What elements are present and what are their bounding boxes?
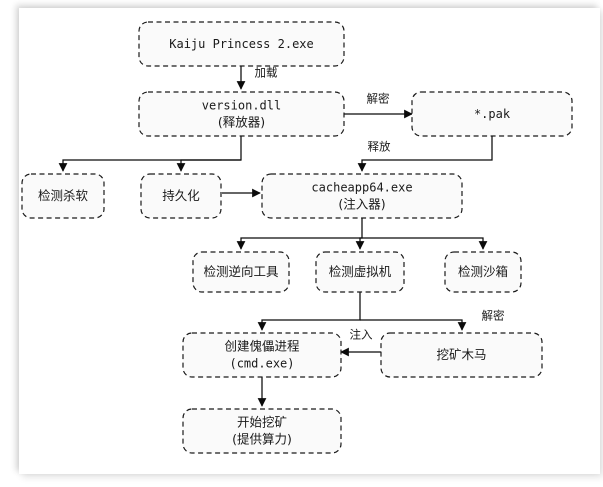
- edge-decrypt-miner: [360, 319, 467, 331]
- node-box: [315, 251, 405, 293]
- edge-label-decrypt-pak: 解密: [367, 92, 390, 106]
- node-label: 持久化: [162, 188, 200, 203]
- node-box: [138, 91, 345, 137]
- node-label-line1: version.dll: [202, 99, 281, 113]
- node-mining-trojan[interactable]: 挖矿木马: [380, 332, 543, 378]
- edge-to-detect-sandbox: [362, 237, 488, 250]
- node-kaiju-princess-exe[interactable]: Kaiju Princess 2.exe: [138, 21, 345, 67]
- node-label: 检测虚拟机: [329, 264, 392, 279]
- node-box: [192, 251, 290, 293]
- node-label-line2: (cmd.exe): [229, 357, 294, 371]
- node-box: [182, 408, 342, 454]
- node-version-dll[interactable]: version.dll (释放器): [138, 91, 345, 137]
- edge-to-detect-revtools: [236, 215, 363, 250]
- node-label: 检测杀软: [38, 188, 89, 203]
- node-box: [140, 173, 222, 219]
- node-persistence[interactable]: 持久化: [140, 173, 222, 219]
- node-detect-sandbox[interactable]: 检测沙箱: [444, 251, 522, 293]
- node-start-mining[interactable]: 开始挖矿 (提供算力): [182, 408, 342, 454]
- node-label-line1: 开始挖矿: [237, 415, 287, 430]
- edge-label-release: 释放: [368, 140, 391, 154]
- edge-label-decrypt-miner: 解密: [482, 309, 505, 323]
- node-label-line1: cacheapp64.exe: [311, 181, 412, 195]
- node-box: [411, 91, 573, 137]
- node-box: [380, 332, 543, 378]
- node-box: [182, 332, 342, 378]
- node-label: Kaiju Princess 2.exe: [169, 37, 314, 51]
- node-label-line2: (注入器): [338, 197, 385, 212]
- node-create-puppet-process[interactable]: 创建傀儡进程 (cmd.exe): [182, 332, 342, 378]
- edge-to-persistence: [176, 159, 241, 172]
- node-label-line2: (提供算力): [232, 432, 292, 447]
- node-cacheapp64-exe[interactable]: cacheapp64.exe (注入器): [261, 173, 463, 219]
- node-box: [261, 173, 463, 219]
- node-label: 检测沙箱: [458, 264, 508, 279]
- flowchart-svg: 加载 解密 释放 解密 注入: [21, 21, 573, 454]
- node-label: 检测逆向工具: [203, 264, 279, 279]
- node-pak-file[interactable]: *.pak: [411, 91, 573, 137]
- edge-to-detect-av: [58, 136, 242, 172]
- edge-label-inject: 注入: [350, 328, 373, 342]
- node-label: 挖矿木马: [436, 347, 486, 362]
- node-label-line2: (释放器): [218, 115, 265, 130]
- diagram-canvas: 加载 解密 释放 解密 注入: [19, 8, 600, 474]
- node-label: *.pak: [474, 107, 511, 121]
- node-label-line1: 创建傀儡进程: [224, 339, 300, 354]
- edge-to-puppet-process: [257, 291, 361, 331]
- node-detect-virtual-machine[interactable]: 检测虚拟机: [315, 251, 405, 293]
- edge-release: [357, 136, 493, 172]
- edge-to-detect-vm: [355, 237, 365, 250]
- node-box: [21, 173, 105, 219]
- edge-label-load: 加载: [255, 66, 278, 80]
- node-box: [444, 251, 522, 293]
- node-detect-antivirus[interactable]: 检测杀软: [21, 173, 105, 219]
- node-detect-reverse-tools[interactable]: 检测逆向工具: [192, 251, 290, 293]
- node-box: [138, 21, 345, 67]
